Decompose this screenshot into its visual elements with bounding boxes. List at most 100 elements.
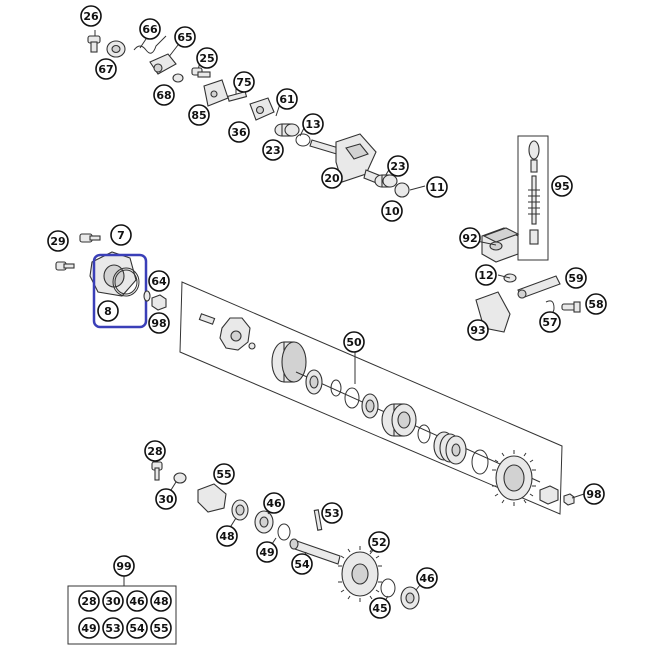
callout-49: 49 — [256, 541, 278, 563]
callout-46: 46 — [416, 567, 438, 589]
callout-label: 85 — [191, 109, 206, 122]
callout-label: 52 — [371, 536, 386, 549]
spring-part — [133, 35, 167, 54]
circlip-part — [330, 379, 342, 397]
callout-46: 46 — [126, 590, 148, 612]
callout-26: 26 — [80, 5, 102, 27]
callout-30: 30 — [102, 590, 124, 612]
gasket-part — [112, 267, 140, 297]
washer-part — [344, 387, 360, 409]
callout-circle — [188, 104, 210, 126]
lever-part — [149, 53, 177, 75]
callout-circle — [47, 230, 69, 252]
callout-7: 7 — [110, 224, 132, 246]
bushing-part — [106, 40, 126, 58]
bearing-part — [305, 369, 323, 395]
callout-55: 55 — [150, 617, 172, 639]
callout-95: 95 — [551, 175, 573, 197]
callout-23: 23 — [387, 155, 409, 177]
bolt-part — [55, 261, 75, 271]
callout-circle — [113, 555, 135, 577]
shift-shaft-part — [309, 133, 387, 187]
coupling-part — [381, 403, 417, 437]
callout-98: 98 — [583, 483, 605, 505]
washer-part — [248, 342, 256, 350]
idler-gear-part — [338, 546, 382, 602]
callout-label: 93 — [470, 324, 485, 337]
callout-66: 66 — [139, 18, 161, 40]
callout-53: 53 — [102, 617, 124, 639]
callout-29: 29 — [47, 230, 69, 252]
callout-circle — [102, 590, 124, 612]
callout-circle — [276, 88, 298, 110]
callout-circle — [78, 617, 100, 639]
callout-circle — [387, 155, 409, 177]
callout-label: 28 — [147, 445, 162, 458]
callout-99: 99 — [113, 555, 135, 577]
callout-label: 23 — [390, 160, 405, 173]
callout-label: 28 — [81, 595, 96, 608]
callout-circle — [150, 590, 172, 612]
callout-12: 12 — [475, 264, 497, 286]
callout-label: 55 — [153, 622, 168, 635]
callout-label: 7 — [117, 229, 125, 242]
callout-label: 75 — [236, 76, 251, 89]
callout-30: 30 — [155, 488, 177, 510]
callout-label: 64 — [151, 275, 167, 288]
callout-48: 48 — [150, 590, 172, 612]
drive-gear-part — [271, 341, 307, 383]
callout-circle — [155, 488, 177, 510]
callout-label: 49 — [81, 622, 96, 635]
callout-20: 20 — [321, 167, 343, 189]
right-upper-assembly — [461, 135, 581, 333]
callout-36: 36 — [228, 121, 250, 143]
callout-28: 28 — [78, 590, 100, 612]
callout-circle — [368, 531, 390, 553]
callout-circle — [196, 47, 218, 69]
callout-59: 59 — [565, 267, 587, 289]
housing-part — [481, 227, 520, 263]
spring-part — [433, 431, 467, 465]
callout-61: 61 — [276, 88, 298, 110]
callout-label: 23 — [265, 144, 280, 157]
callout-circle — [97, 300, 119, 322]
oring-part — [143, 290, 151, 302]
oring-part — [295, 133, 311, 147]
sprocket-part — [492, 450, 536, 506]
washer-part — [172, 73, 184, 83]
callout-93: 93 — [467, 319, 489, 341]
callout-28: 28 — [144, 440, 166, 462]
pin-part — [227, 91, 248, 102]
callout-circle — [153, 84, 175, 106]
lever-part — [517, 275, 561, 299]
callout-13: 13 — [302, 113, 324, 135]
kit-box — [67, 585, 177, 645]
callout-52: 52 — [368, 531, 390, 553]
callout-48: 48 — [216, 525, 238, 547]
callout-label: 30 — [158, 493, 174, 506]
callout-circle — [467, 319, 489, 341]
bearing-part — [254, 510, 274, 534]
bolt-part — [79, 233, 101, 243]
callout-label: 54 — [129, 622, 145, 635]
callout-label: 50 — [346, 336, 362, 349]
callout-circle — [228, 121, 250, 143]
callout-circle — [110, 224, 132, 246]
callout-58: 58 — [585, 293, 607, 315]
callout-label: 95 — [554, 180, 569, 193]
callout-54: 54 — [126, 617, 148, 639]
callout-label: 58 — [588, 298, 603, 311]
nut-part — [151, 294, 167, 311]
callout-circle — [262, 139, 284, 161]
callout-25: 25 — [196, 47, 218, 69]
callout-circle — [539, 311, 561, 333]
callout-circle — [475, 264, 497, 286]
washer-part — [394, 182, 410, 198]
callout-49: 49 — [78, 617, 100, 639]
callout-55: 55 — [213, 463, 235, 485]
callout-circle — [426, 176, 448, 198]
callout-98: 98 — [148, 312, 170, 334]
callout-circle — [302, 113, 324, 135]
